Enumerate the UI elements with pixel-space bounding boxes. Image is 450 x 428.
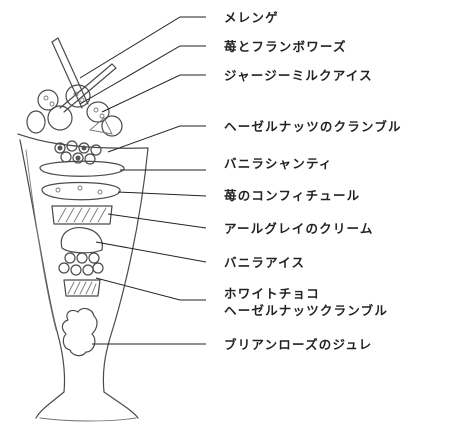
strawberry-confiture-layer — [41, 181, 121, 201]
label-meringue: メレンゲ — [224, 10, 279, 25]
label-vanilla-chantilly: バニラシャンティ — [224, 156, 333, 171]
label-hazelnut-crumble-2: ヘーゼルナッツクランブル — [224, 303, 389, 318]
strawberries-and-raspberries — [26, 84, 123, 137]
label-vanilla-ice: バニラアイス — [224, 255, 306, 270]
label-strawberry-confiture: 苺のコンフィチュール — [224, 188, 361, 203]
vanilla-chantilly-layer — [39, 160, 125, 177]
earl-grey-cream-layer — [51, 205, 113, 225]
white-chocolate-crumble-layer — [58, 252, 104, 297]
glass-outline — [17, 133, 149, 422]
label-jersey-milk-ice: ジャージーミルクアイス — [224, 68, 373, 83]
label-earl-grey-cream: アールグレイのクリーム — [224, 221, 374, 236]
meringue-sticks — [51, 37, 117, 113]
leader-lines — [79, 16, 207, 345]
label-hazelnut-crumble: ヘーゼルナッツのクランブル — [224, 119, 402, 134]
vanilla-ice-layer — [60, 227, 103, 254]
label-white-chocolate: ホワイトチョコ — [224, 286, 320, 301]
label-strawberry-framboise: 苺とフランボワーズ — [224, 39, 347, 54]
hazelnut-crumble-layer — [54, 140, 102, 165]
label-rose-jelly: ブリアンローズのジュレ — [224, 337, 373, 352]
rose-jelly-layer — [61, 307, 98, 357]
